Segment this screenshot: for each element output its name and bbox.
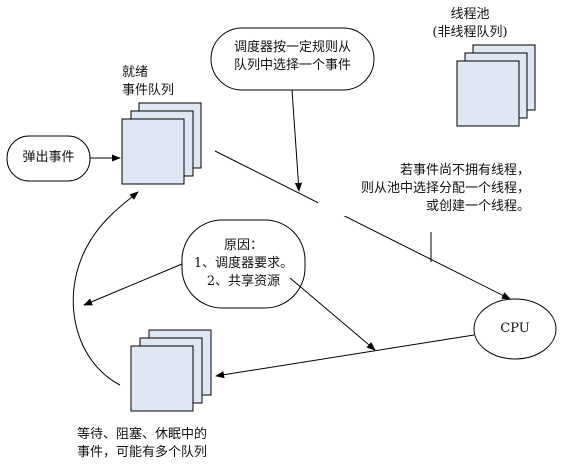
arrow-cpu-to-waiting [215,334,475,379]
assign-thread-note: 若事件尚不拥有线程， 则从池中选择分配一个线程， 或创建一个线程。 [318,162,530,216]
waiting-queue-label: 等待、阻塞、休眠中的 事件，可能有多个队列 [77,426,207,462]
waiting-queue-stack [130,329,212,412]
ready-queue-label: 就绪 事件队列 [122,64,174,100]
scheduler-note-label: 调度器按一定规则从 队列中选择一个事件 [211,39,374,75]
reason-line3: 2、共享资源 [206,274,281,289]
reason-label: 原因： 1、调度器要求。 2、共享资源 [182,237,305,291]
arrow-reason-down [289,277,376,351]
reason-line1: 原因： [223,238,263,253]
assign-note-line1: 若事件尚不拥有线程， [399,163,530,178]
assign-note-line3: 或创建一个线程。 [425,199,530,214]
scheduler-note-line1: 调度器按一定规则从 [233,40,351,55]
thread-pool-line2: (非线程队列) [432,25,508,40]
cpu-text: CPU [500,321,530,336]
assign-note-line2: 则从池中选择分配一个线程， [360,181,530,196]
waiting-queue-line2: 事件，可能有多个队列 [77,445,208,460]
scheduler-note-line2: 队列中选择一个事件 [233,58,351,73]
thread-pool-stack [456,44,536,127]
reason-line2: 1、调度器要求。 [193,256,294,271]
ready-queue-label-line2: 事件队列 [122,83,175,98]
arrow-reason-to-waiting [83,263,183,306]
ready-queue-label-line1: 就绪 [122,65,149,80]
cpu-label: CPU [474,320,556,338]
waiting-queue-line1: 等待、阻塞、休眠中的 [77,427,208,442]
pop-event-text: 弹出事件 [22,150,75,165]
ready-queue-stack [121,102,202,185]
thread-pool-label: 线程池 (非线程队列) [400,6,540,42]
pop-event-label: 弹出事件 [7,149,90,167]
arrow-queue-to-cpu [214,150,511,300]
thread-pool-line1: 线程池 [450,7,490,22]
cpu-node [473,298,557,360]
arrow-waiting-to-ready [72,191,139,386]
arrow-scheduler-note [291,89,303,192]
